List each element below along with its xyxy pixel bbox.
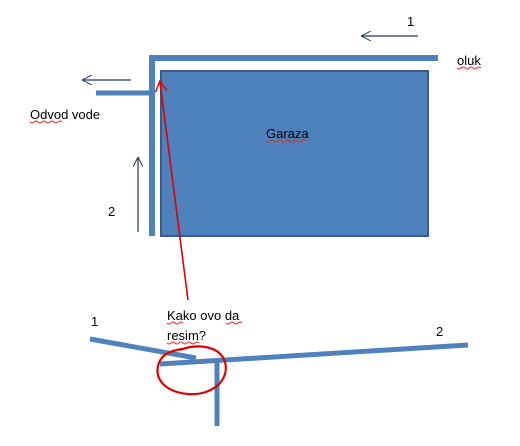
question-line-2: resim? (167, 328, 206, 343)
garage-label-squiggle (265, 139, 307, 143)
question-squiggle (166, 341, 200, 345)
drain-label: Odvod vode (30, 107, 100, 122)
number-label-top-right: 1 (407, 14, 414, 29)
number-label-bottom-left: 1 (91, 314, 98, 329)
red-arrow-icon (160, 82, 189, 301)
red-circle-icon (156, 345, 227, 396)
bottom-pipe-1 (89, 336, 197, 361)
gutter-label: oluk (457, 53, 481, 68)
drain-label-squiggle (29, 120, 63, 124)
garage-label: Garaza (266, 126, 309, 141)
garage-box (160, 70, 429, 237)
number-label-bottom-right: 2 (436, 324, 443, 339)
gutter-label-squiggle (456, 66, 482, 70)
question-squiggle (166, 321, 184, 325)
question-line-1: Kako ovo da (167, 308, 240, 323)
number-label-left: 2 (108, 204, 115, 219)
question-squiggle (225, 321, 243, 325)
bottom-pipe-2 (159, 342, 469, 367)
